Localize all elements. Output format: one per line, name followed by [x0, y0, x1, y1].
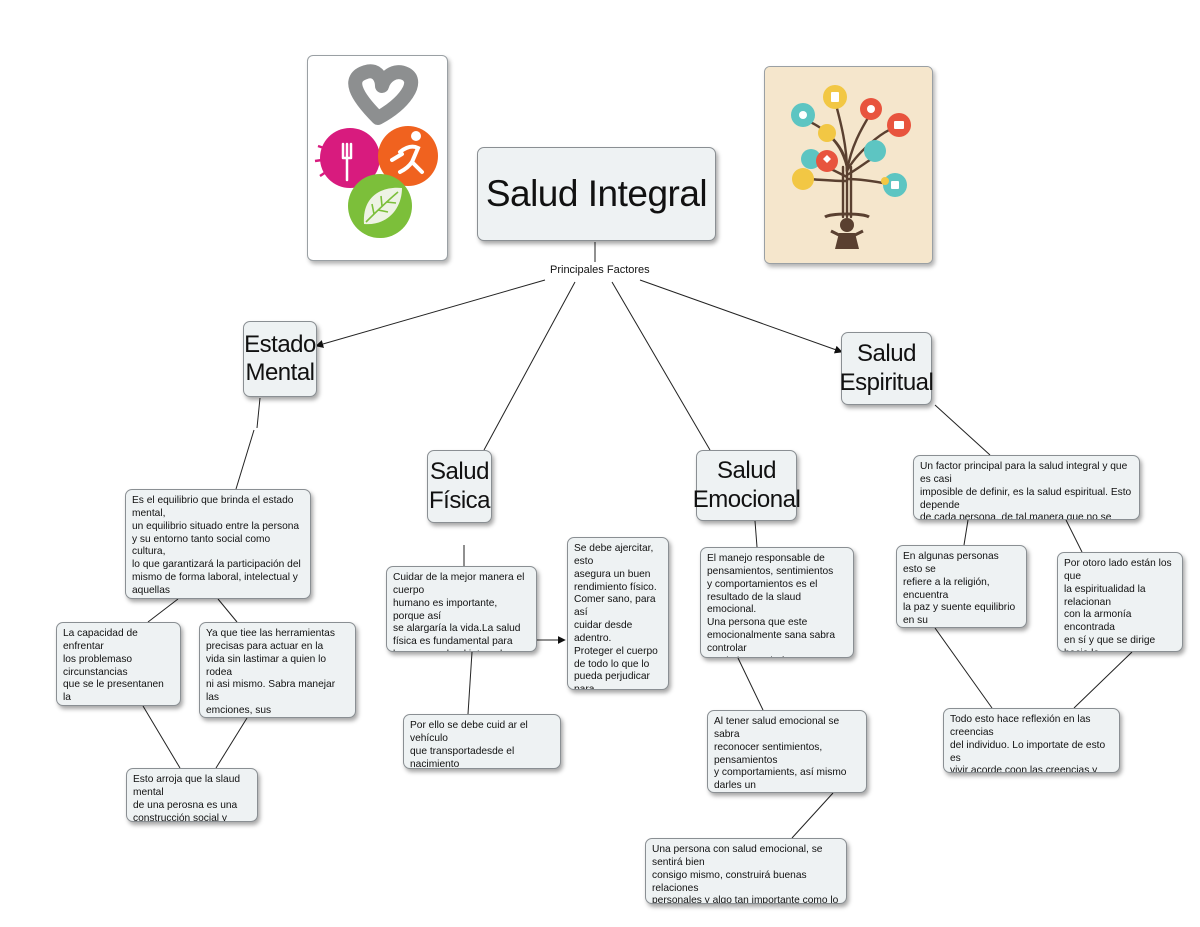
line-emocional-to-desc — [754, 520, 758, 548]
line-mental-left-conclusion — [142, 705, 181, 769]
wellness-logo-icon — [314, 64, 438, 238]
line-espiritual-to-desc — [934, 404, 991, 456]
salud-fisica-node[interactable]: Salud Física — [427, 450, 492, 523]
line-espiritual-desc-left — [963, 519, 969, 546]
emocional-conclusion-node[interactable]: Una persona con salud emocional, se sent… — [645, 838, 847, 904]
espiritual-religion-node[interactable]: En algunas personas esto se refiere a la… — [896, 545, 1027, 628]
espiritual-nature-node[interactable]: Por otoro lado están los que la espiritu… — [1057, 552, 1183, 652]
wellness-logo-card — [307, 55, 448, 261]
line-to-salud-fisica — [483, 281, 576, 451]
main-title: Salud Integral — [485, 173, 708, 215]
line-mental-right-conclusion — [215, 717, 248, 769]
mental-description-node[interactable]: Es el equilibrio que brinda el estado me… — [125, 489, 311, 599]
line-mental-to-desc — [235, 429, 255, 490]
espiritual-description-node[interactable]: Un factor principal para la salud integr… — [913, 455, 1140, 520]
line-espiritual-left-conclusion — [934, 627, 993, 709]
line-espiritual-right-conclusion — [1073, 651, 1133, 709]
salud-espiritual-title: Salud Espiritual — [839, 340, 934, 396]
fisica-description-node[interactable]: Cuidar de la mejor manera el cuerpo huma… — [386, 566, 537, 652]
line-mental-short — [256, 397, 261, 429]
estado-mental-node[interactable]: Estado Mental — [243, 321, 317, 397]
line-fisica-to-vehicle — [467, 651, 473, 715]
line-mental-desc-right — [217, 598, 238, 623]
estado-mental-title: Estado Mental — [244, 330, 316, 386]
emocional-detail-node[interactable]: Al tener salud emocional se sabra recono… — [707, 710, 867, 793]
mental-conclusion-node[interactable]: Esto arroja que la slaud mental de una p… — [126, 768, 258, 822]
arrow-to-salud-espiritual — [639, 279, 843, 354]
line-to-salud-emocional — [611, 281, 711, 451]
health-tree-card — [764, 66, 933, 264]
line-emocional-detail-to-conclusion — [791, 792, 834, 839]
mental-right-detail-node[interactable]: Ya que tiee las herramientas precisas pa… — [199, 622, 356, 718]
health-tree-icon — [765, 67, 932, 263]
mental-left-detail-node[interactable]: La capacidad de enfrentar los problemaso… — [56, 622, 181, 706]
line-mental-desc-left — [147, 598, 179, 623]
salud-espiritual-node[interactable]: Salud Espiritual — [839, 332, 934, 405]
main-title-node[interactable]: Salud Integral — [477, 147, 716, 241]
line-espiritual-desc-right — [1065, 519, 1083, 553]
arrow-to-estado-mental — [315, 279, 546, 348]
salud-emocional-title: Salud Emocional — [692, 457, 801, 513]
fisica-vehicle-node[interactable]: Por ello se debe cuid ar el vehículo que… — [403, 714, 561, 769]
emocional-description-node[interactable]: El manejo responsable de pensamientos, s… — [700, 547, 854, 658]
salud-emocional-node[interactable]: Salud Emocional — [693, 450, 801, 521]
salud-fisica-title: Salud Física — [428, 458, 491, 514]
fisica-exercise-node[interactable]: Se debe ajercitar, esto asegura un buen … — [567, 537, 669, 690]
espiritual-conclusion-node[interactable]: Todo esto hace reflexión en las creencia… — [943, 708, 1120, 773]
line-emocional-desc-to-detail — [737, 657, 764, 711]
principales-factores-label: Principales Factores — [550, 264, 650, 276]
